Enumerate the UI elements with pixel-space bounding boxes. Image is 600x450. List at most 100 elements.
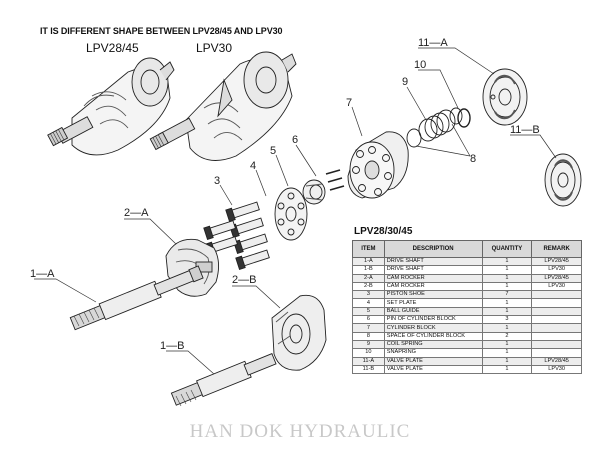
cell-quantity: 1: [481, 298, 533, 308]
model-label-lpv30: LPV30: [196, 41, 233, 55]
diagram-header: IT IS DIFFERENT SHAPE BETWEEN LPV28/45 A…: [40, 26, 283, 36]
cell-description: CAM ROCKER: [383, 273, 483, 283]
parts-table-container: LPV28/30/45 ITEM DESCRIPTION QUANTITY RE…: [352, 226, 582, 375]
cell-description: SNAPRING: [383, 348, 483, 358]
cell-item: 11-A: [352, 356, 385, 366]
cell-remark: [531, 290, 582, 300]
callout-1a: 1—A: [30, 268, 55, 280]
cell-quantity: 2: [481, 331, 533, 341]
part-1a-drive-shaft: [69, 265, 204, 331]
cell-description: PIN OF CYLINDER BLOCK: [383, 315, 483, 325]
cell-remark: LPV30: [531, 281, 582, 292]
pump-assembly-lpv30: [149, 51, 297, 161]
cell-remark: LPV28/45: [531, 273, 582, 283]
cell-description: COIL SPRING: [383, 339, 483, 350]
callout-6: 6: [292, 134, 298, 146]
cell-remark: [531, 315, 582, 325]
col-header-quantity: QUANTITY: [481, 240, 533, 258]
cell-item: 8: [352, 331, 385, 341]
callout-2b: 2—B: [232, 274, 256, 286]
cell-description: DRIVE SHAFT: [383, 256, 483, 267]
cell-item: 2-A: [352, 273, 385, 283]
part-7-cylinder-block: [347, 131, 409, 199]
watermark: HAN DOK HYDRAULIC: [189, 421, 411, 442]
part-8-spacers: [406, 107, 463, 148]
cell-description: SET PLATE: [383, 298, 483, 308]
cell-remark: LPV28/45: [531, 356, 582, 366]
col-header-item: ITEM: [352, 240, 385, 258]
cell-item: 10: [352, 348, 385, 358]
col-header-remark: REMARK: [531, 240, 582, 258]
callout-9: 9: [402, 76, 408, 88]
callout-2a: 2—A: [124, 207, 149, 219]
callout-leaders: [34, 47, 557, 375]
cell-description: VALVE PLATE: [383, 356, 483, 366]
cell-quantity: 1: [481, 364, 533, 375]
part-2b-cam-rocker: [271, 294, 327, 371]
cell-quantity: 1: [481, 306, 533, 317]
parts-table-header-row: ITEM DESCRIPTION QUANTITY REMARK: [352, 240, 582, 258]
cell-description: PISTON SHOE: [383, 290, 483, 300]
cell-item: 4: [352, 298, 385, 308]
callout-3: 3: [214, 175, 220, 187]
cell-quantity: 1: [481, 348, 533, 358]
cell-quantity: 1: [481, 356, 533, 366]
col-header-description: DESCRIPTION: [383, 240, 483, 258]
cell-item: 11-B: [352, 364, 385, 375]
cell-remark: [531, 306, 582, 317]
cell-remark: [531, 331, 582, 341]
cell-quantity: 1: [481, 323, 533, 333]
cell-remark: LPV30: [531, 265, 582, 275]
cell-item: 7: [352, 323, 385, 333]
callout-labels: 1—A 1—B 2—A 2—B 3 4 5 6 7 8 9 10 11—A 11…: [30, 37, 540, 352]
parts-table-title: LPV28/30/45: [354, 226, 413, 237]
cell-description: CAM ROCKER: [383, 281, 483, 292]
callout-10: 10: [414, 59, 426, 71]
part-1b-drive-shaft: [170, 353, 277, 407]
cell-description: CYLINDER BLOCK: [383, 323, 483, 333]
cell-remark: [531, 298, 582, 308]
cell-quantity: 1: [481, 339, 533, 350]
part-10-snapring: [457, 108, 471, 128]
cell-description: DRIVE SHAFT: [383, 265, 483, 275]
cell-item: 5: [352, 306, 385, 317]
part-4-set-plate: [274, 187, 308, 241]
cell-quantity: 1: [481, 273, 533, 283]
cell-item: 2-B: [352, 281, 385, 292]
cell-remark: [531, 323, 582, 333]
model-label-lpv28-45: LPV28/45: [86, 41, 139, 55]
cell-item: 1-A: [352, 256, 385, 267]
cell-description: BALL GUIDE: [383, 306, 483, 317]
callout-7: 7: [346, 97, 352, 109]
part-11a-valve-plate: [482, 68, 528, 126]
cell-remark: LPV28/45: [531, 256, 582, 267]
part-6-pins: [325, 169, 345, 191]
callout-1b: 1—B: [160, 340, 184, 352]
part-9-coil-spring: [418, 109, 456, 142]
callout-8: 8: [470, 153, 476, 165]
cell-description: SPACE OF CYLINDER BLOCK: [383, 331, 483, 341]
cell-quantity: 1: [481, 281, 533, 292]
cell-remark: [531, 339, 582, 350]
callout-11a: 11—A: [418, 37, 448, 49]
pump-assembly-lpv28-45: [47, 57, 175, 156]
cell-remark: LPV30: [531, 364, 582, 375]
cell-item: 3: [352, 290, 385, 300]
